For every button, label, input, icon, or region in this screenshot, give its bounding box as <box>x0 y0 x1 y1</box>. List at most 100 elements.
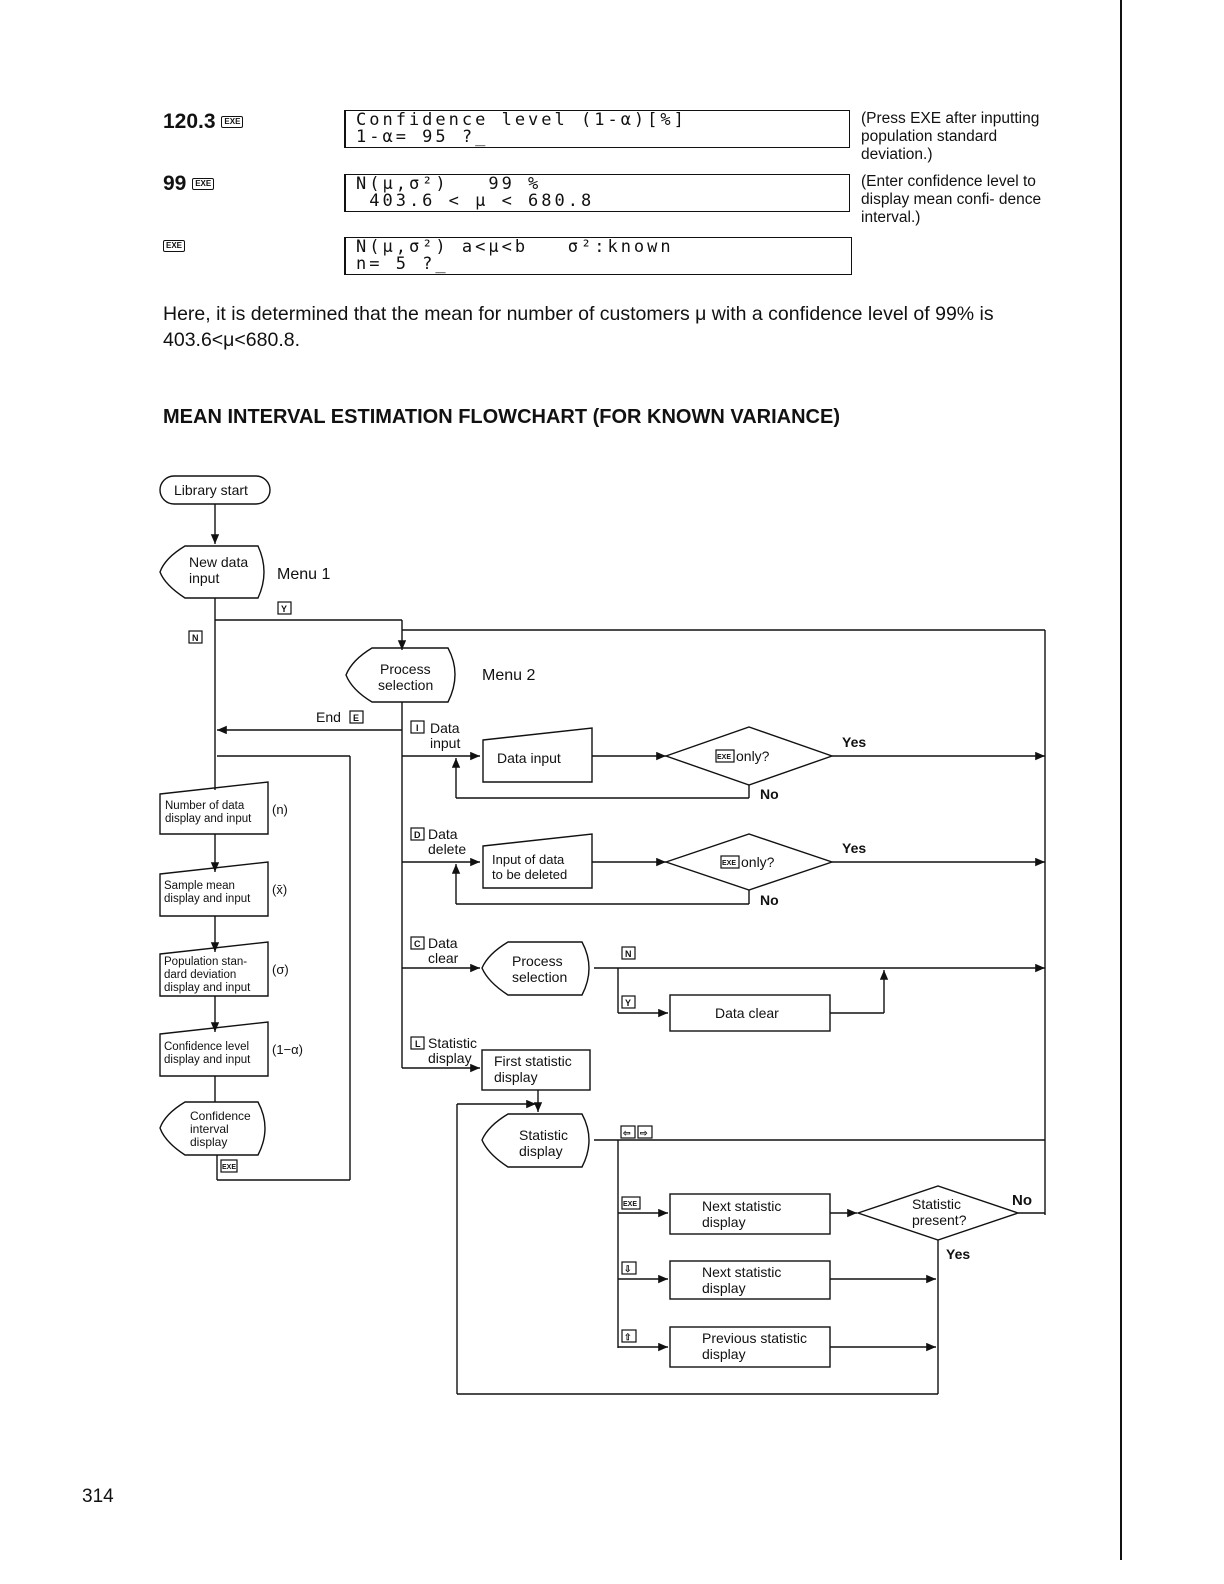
pop-std-label-1: Population stan- <box>164 956 247 968</box>
input-deleted-label-1: Input of data <box>492 852 565 867</box>
no-label-1: No <box>760 786 779 802</box>
page-number: 314 <box>82 1486 114 1507</box>
confidence-level-box <box>159 1021 269 1077</box>
y-key-text: Y <box>625 998 631 1008</box>
yes-label-3: Yes <box>946 1246 970 1262</box>
no-label-3: No <box>1012 1192 1032 1209</box>
process-selection-2-label-1: Process <box>512 953 563 969</box>
d-key-text: D <box>414 830 421 840</box>
sigma-symbol: (σ) <box>272 962 289 977</box>
lcd-line: n= 5 ?_ <box>356 254 449 274</box>
conf-level-label-1: Confidence level <box>164 1041 249 1053</box>
first-statistic-box <box>481 1049 591 1091</box>
exe-key-text: EXE <box>623 1201 637 1208</box>
process-selection-2-label-2: selection <box>512 969 567 985</box>
data-input-branch-1: Data <box>430 720 460 736</box>
yes-label-1: Yes <box>842 734 866 750</box>
data-input-box-label: Data input <box>497 750 561 766</box>
lcd-line: 403.6 < μ < 680.8 <box>356 191 595 211</box>
conf-interval-label-3: display <box>190 1135 227 1149</box>
exe-key-icon <box>715 749 735 763</box>
n-symbol: (n) <box>272 802 288 817</box>
down-arrow-text: ⇩ <box>624 1264 632 1274</box>
menu2-label: Menu 2 <box>482 667 535 684</box>
exe-key-icon <box>220 1159 238 1173</box>
new-data-label-2: input <box>189 570 219 586</box>
new-data-input-shape <box>159 545 265 599</box>
section-heading: MEAN INTERVAL ESTIMATION FLOWCHART (FOR … <box>163 406 840 428</box>
input-deleted-label-2: to be deleted <box>492 867 567 882</box>
conf-level-label-2: display and input <box>164 1054 251 1066</box>
up-arrow-text: ⇧ <box>624 1332 632 1342</box>
up-arrow-key-icon <box>621 1329 637 1343</box>
next-stat-2-label-2: display <box>702 1280 746 1296</box>
statistic-display-shape <box>481 1113 590 1168</box>
exe-only-label-2: only? <box>741 854 775 870</box>
exe-key-text: EXE <box>722 860 736 867</box>
exe-key-icon: EXE <box>163 240 186 253</box>
key-sequence-3: EXE <box>163 234 186 258</box>
lcd-display-2: N(μ,σ²) 99 % 403.6 < μ < 680.8 <box>344 174 850 212</box>
next-stat-1-label-2: display <box>702 1214 746 1230</box>
sample-mean-label-1: Sample mean <box>164 880 235 892</box>
data-input-box <box>482 727 593 783</box>
input-deleted-box <box>482 833 593 889</box>
n-key-icon <box>188 630 203 644</box>
yes-label-2: Yes <box>842 840 866 856</box>
next-stat-1-label-1: Next statistic <box>702 1198 781 1214</box>
next-statistic-box-2 <box>669 1260 831 1300</box>
end-label: End <box>316 709 341 725</box>
stat-display-label-2: display <box>519 1143 563 1159</box>
right-arrow-key-icon <box>637 1125 653 1139</box>
exe-key-icon: EXE <box>192 178 215 191</box>
key-sequence-2: 99 EXE <box>163 172 215 196</box>
stat-present-label-2: present? <box>912 1212 967 1228</box>
sample-mean-label-2: display and input <box>164 893 251 905</box>
process-selection-shape <box>345 647 456 703</box>
menu1-label: Menu 1 <box>277 566 330 583</box>
n-key-text: N <box>625 949 632 959</box>
alpha-symbol: (1−α) <box>272 1042 303 1057</box>
statistic-branch-1: Statistic <box>428 1035 477 1051</box>
x-symbol: (x̄) <box>272 882 287 897</box>
statistic-branch-2: display <box>428 1050 472 1066</box>
prev-stat-label-1: Previous statistic <box>702 1330 807 1346</box>
data-delete-branch-1: Data <box>428 826 458 842</box>
e-key-text: E <box>353 713 359 723</box>
down-arrow-key-icon <box>621 1261 637 1275</box>
lcd-line: N(μ,σ²) a<μ<b σ²:known <box>356 237 674 257</box>
lcd-display-1: Confidence level (1-α)[%] 1-α= 95 ?_ <box>344 110 850 148</box>
data-clear-branch-2: clear <box>428 950 459 966</box>
i-key-icon <box>410 720 425 734</box>
process-selection-shape-2 <box>481 941 590 996</box>
l-key-text: L <box>415 1039 421 1049</box>
data-clear-label: Data clear <box>715 1005 779 1021</box>
lcd-line: N(μ,σ²) 99 % <box>356 174 542 194</box>
page-edge-rule <box>1120 0 1122 1560</box>
conf-interval-label-2: interval <box>190 1122 229 1136</box>
c-key-text: C <box>414 939 421 949</box>
n-key-text: N <box>192 633 199 643</box>
population-std-box <box>159 941 269 997</box>
number-data-label-2: display and input <box>165 813 252 825</box>
y-key-icon <box>621 995 636 1009</box>
right-arrow-text: ⇨ <box>640 1128 648 1138</box>
l-key-icon <box>410 1036 425 1050</box>
number-data-label-1: Number of data <box>165 800 245 812</box>
library-start-label: Library start <box>174 482 248 498</box>
exe-key-text: EXE <box>222 1164 236 1171</box>
exe-key-icon: EXE <box>221 116 244 129</box>
data-input-branch-2: input <box>430 735 460 751</box>
exe-only-label-1: only? <box>736 748 770 764</box>
y-key-icon <box>277 601 292 615</box>
first-stat-label-2: display <box>494 1069 538 1085</box>
stat-present-label-1: Statistic <box>912 1196 961 1212</box>
note-1: (Press EXE after inputting population st… <box>861 110 1040 163</box>
left-arrow-key-icon <box>620 1125 636 1139</box>
left-arrow-text: ⇦ <box>622 1128 631 1138</box>
next-stat-2-label-1: Next statistic <box>702 1264 781 1280</box>
new-data-label-1: New data <box>189 554 248 570</box>
no-label-2: No <box>760 892 779 908</box>
key-sequence-1: 120.3 EXE <box>163 110 244 134</box>
prev-stat-label-2: display <box>702 1346 746 1362</box>
